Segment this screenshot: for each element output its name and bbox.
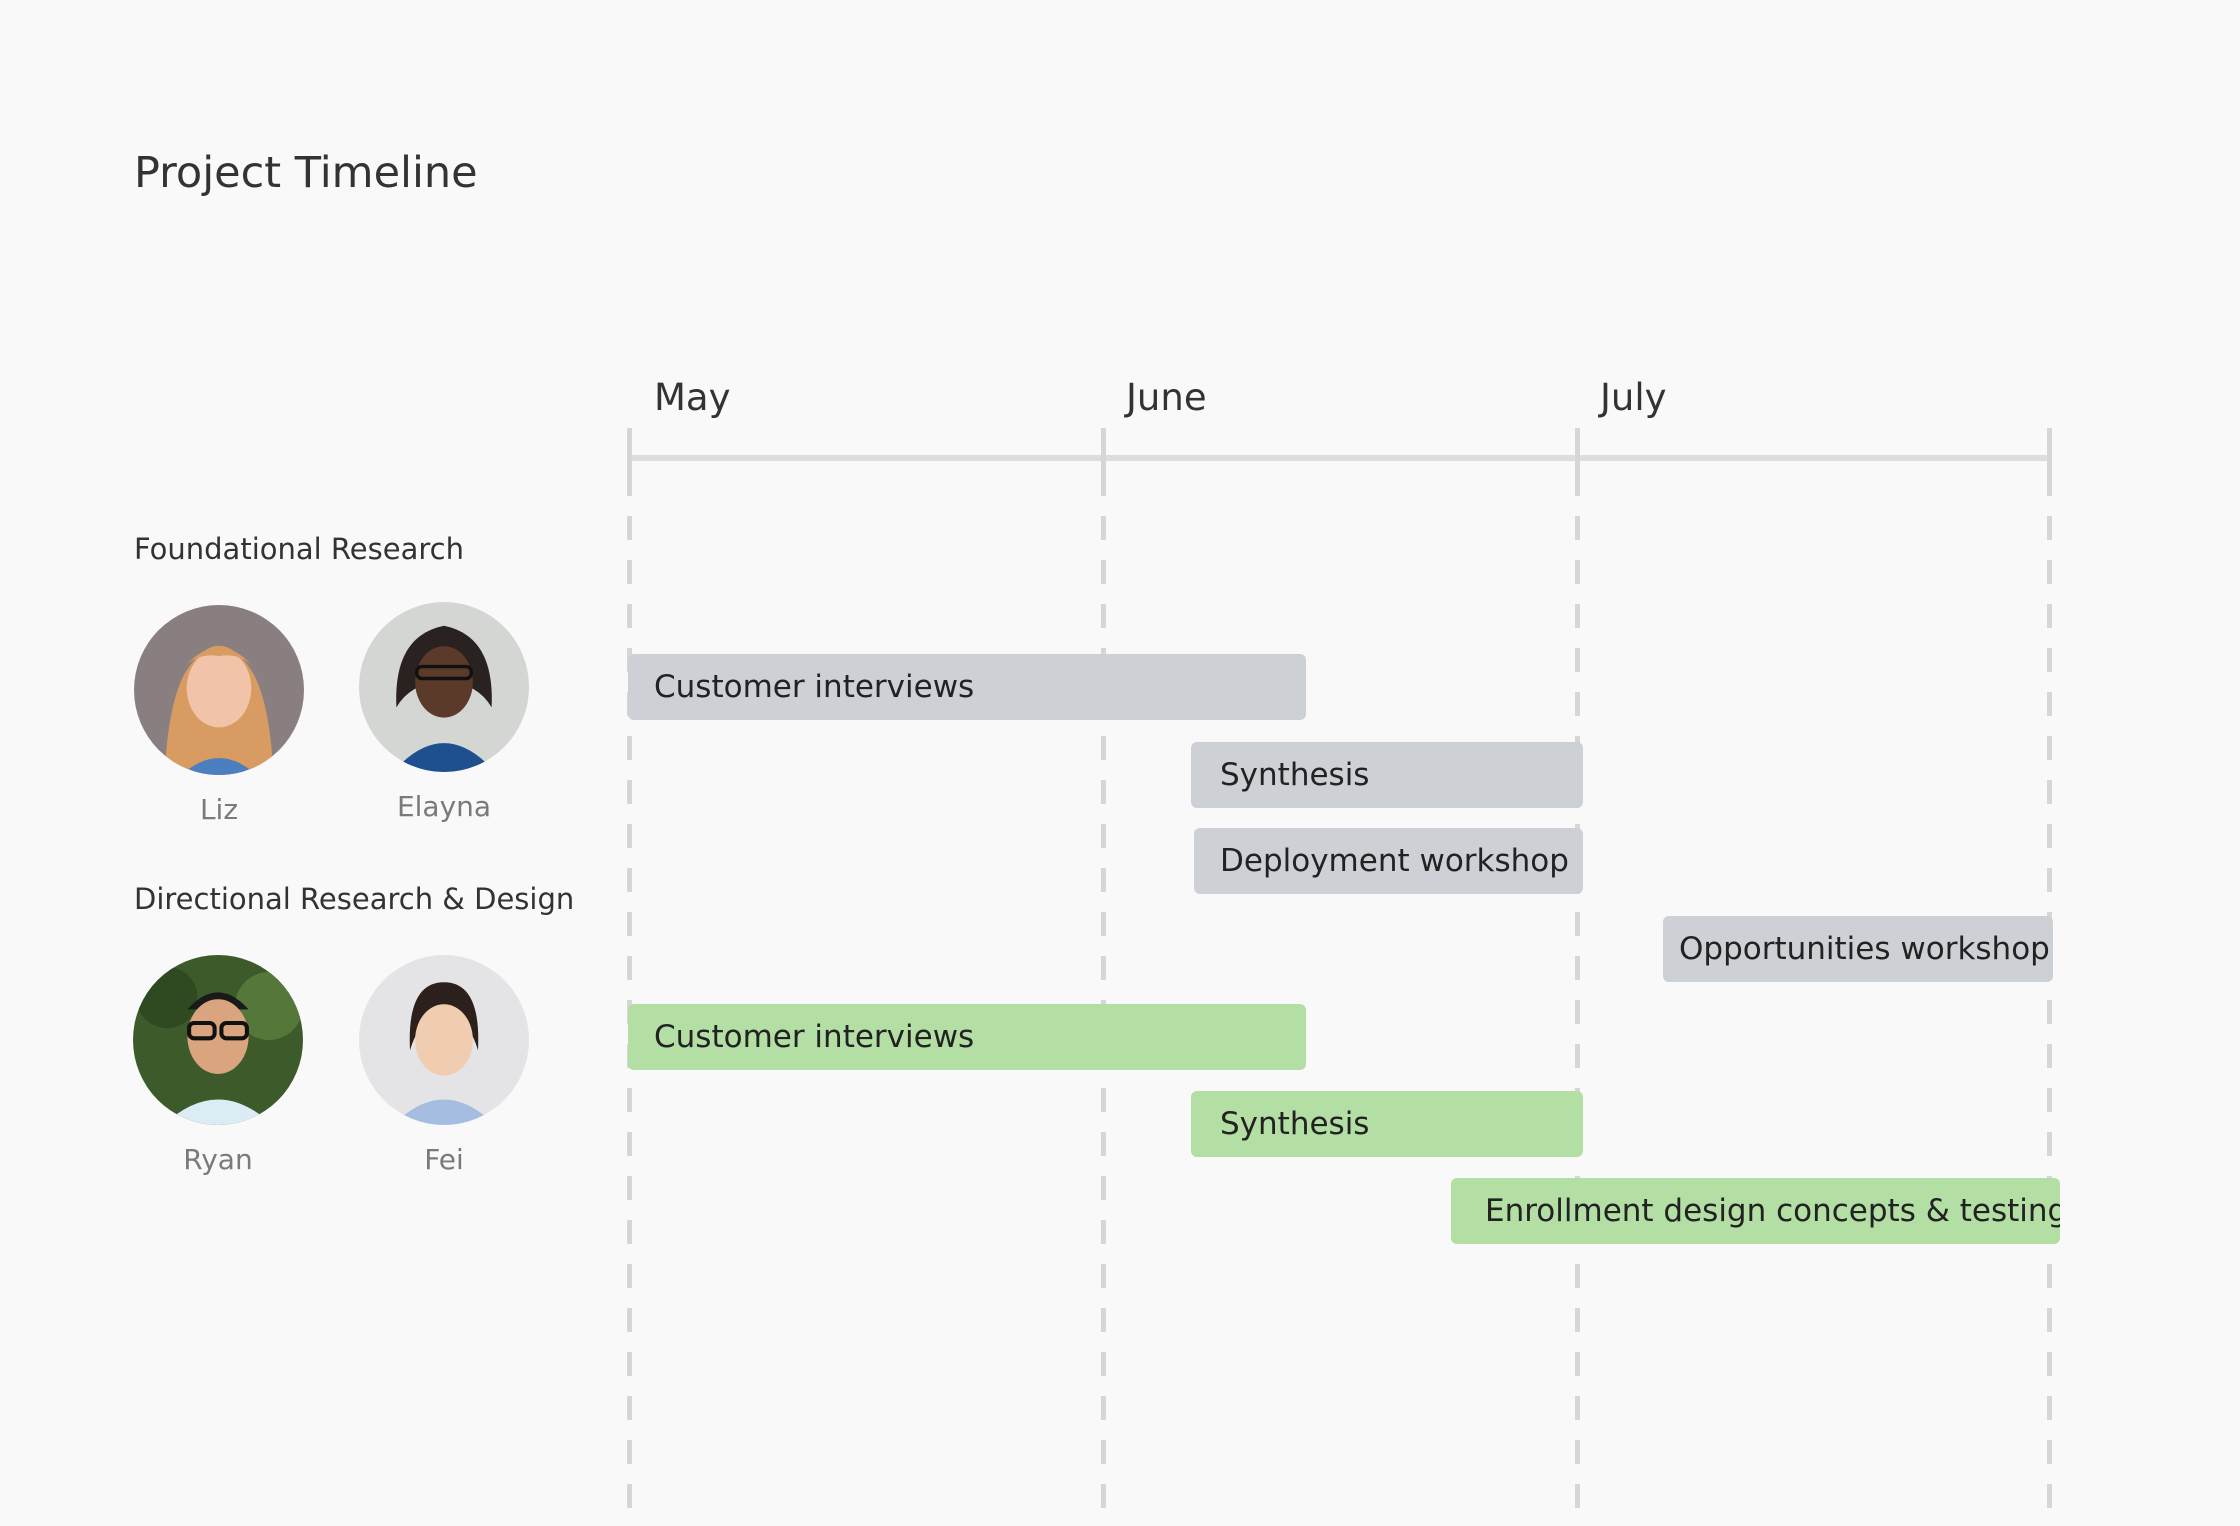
team-member-fei: Fei	[358, 955, 530, 1176]
task-bar-customer-interviews[interactable]: Customer interviews	[628, 654, 1306, 720]
month-label-may: May	[654, 376, 731, 419]
group-title-directional-research-design: Directional Research & Design	[134, 882, 575, 916]
person-name: Fei	[424, 1143, 464, 1176]
task-bar-synthesis[interactable]: Synthesis	[1191, 742, 1583, 808]
month-gridline	[1101, 428, 1106, 1526]
avatar	[134, 605, 304, 775]
timeline-axis	[627, 455, 2052, 461]
team-member-ryan: Ryan	[132, 955, 304, 1176]
month-label-june: June	[1126, 376, 1207, 419]
page-title: Project Timeline	[134, 148, 478, 198]
avatar	[133, 955, 303, 1125]
task-bar-synthesis[interactable]: Synthesis	[1191, 1091, 1583, 1157]
task-bar-opportunities-workshop[interactable]: Opportunities workshop	[1663, 916, 2053, 982]
avatar	[359, 602, 529, 772]
month-gridline	[627, 428, 632, 1526]
person-name: Ryan	[183, 1143, 253, 1176]
task-bar-customer-interviews[interactable]: Customer interviews	[628, 1004, 1306, 1070]
task-bar-deployment-workshop[interactable]: Deployment workshop	[1194, 828, 1583, 894]
team-member-elayna: Elayna	[358, 602, 530, 823]
month-gridline	[1575, 428, 1580, 1526]
person-name: Liz	[199, 793, 239, 826]
month-label-july: July	[1600, 376, 1667, 419]
avatar	[359, 955, 529, 1125]
person-name: Elayna	[396, 790, 492, 823]
task-bar-enrollment-design-concepts-testing[interactable]: Enrollment design concepts & testing	[1451, 1178, 2060, 1244]
team-member-liz: Liz	[133, 605, 305, 826]
group-title-foundational-research: Foundational Research	[134, 532, 464, 566]
